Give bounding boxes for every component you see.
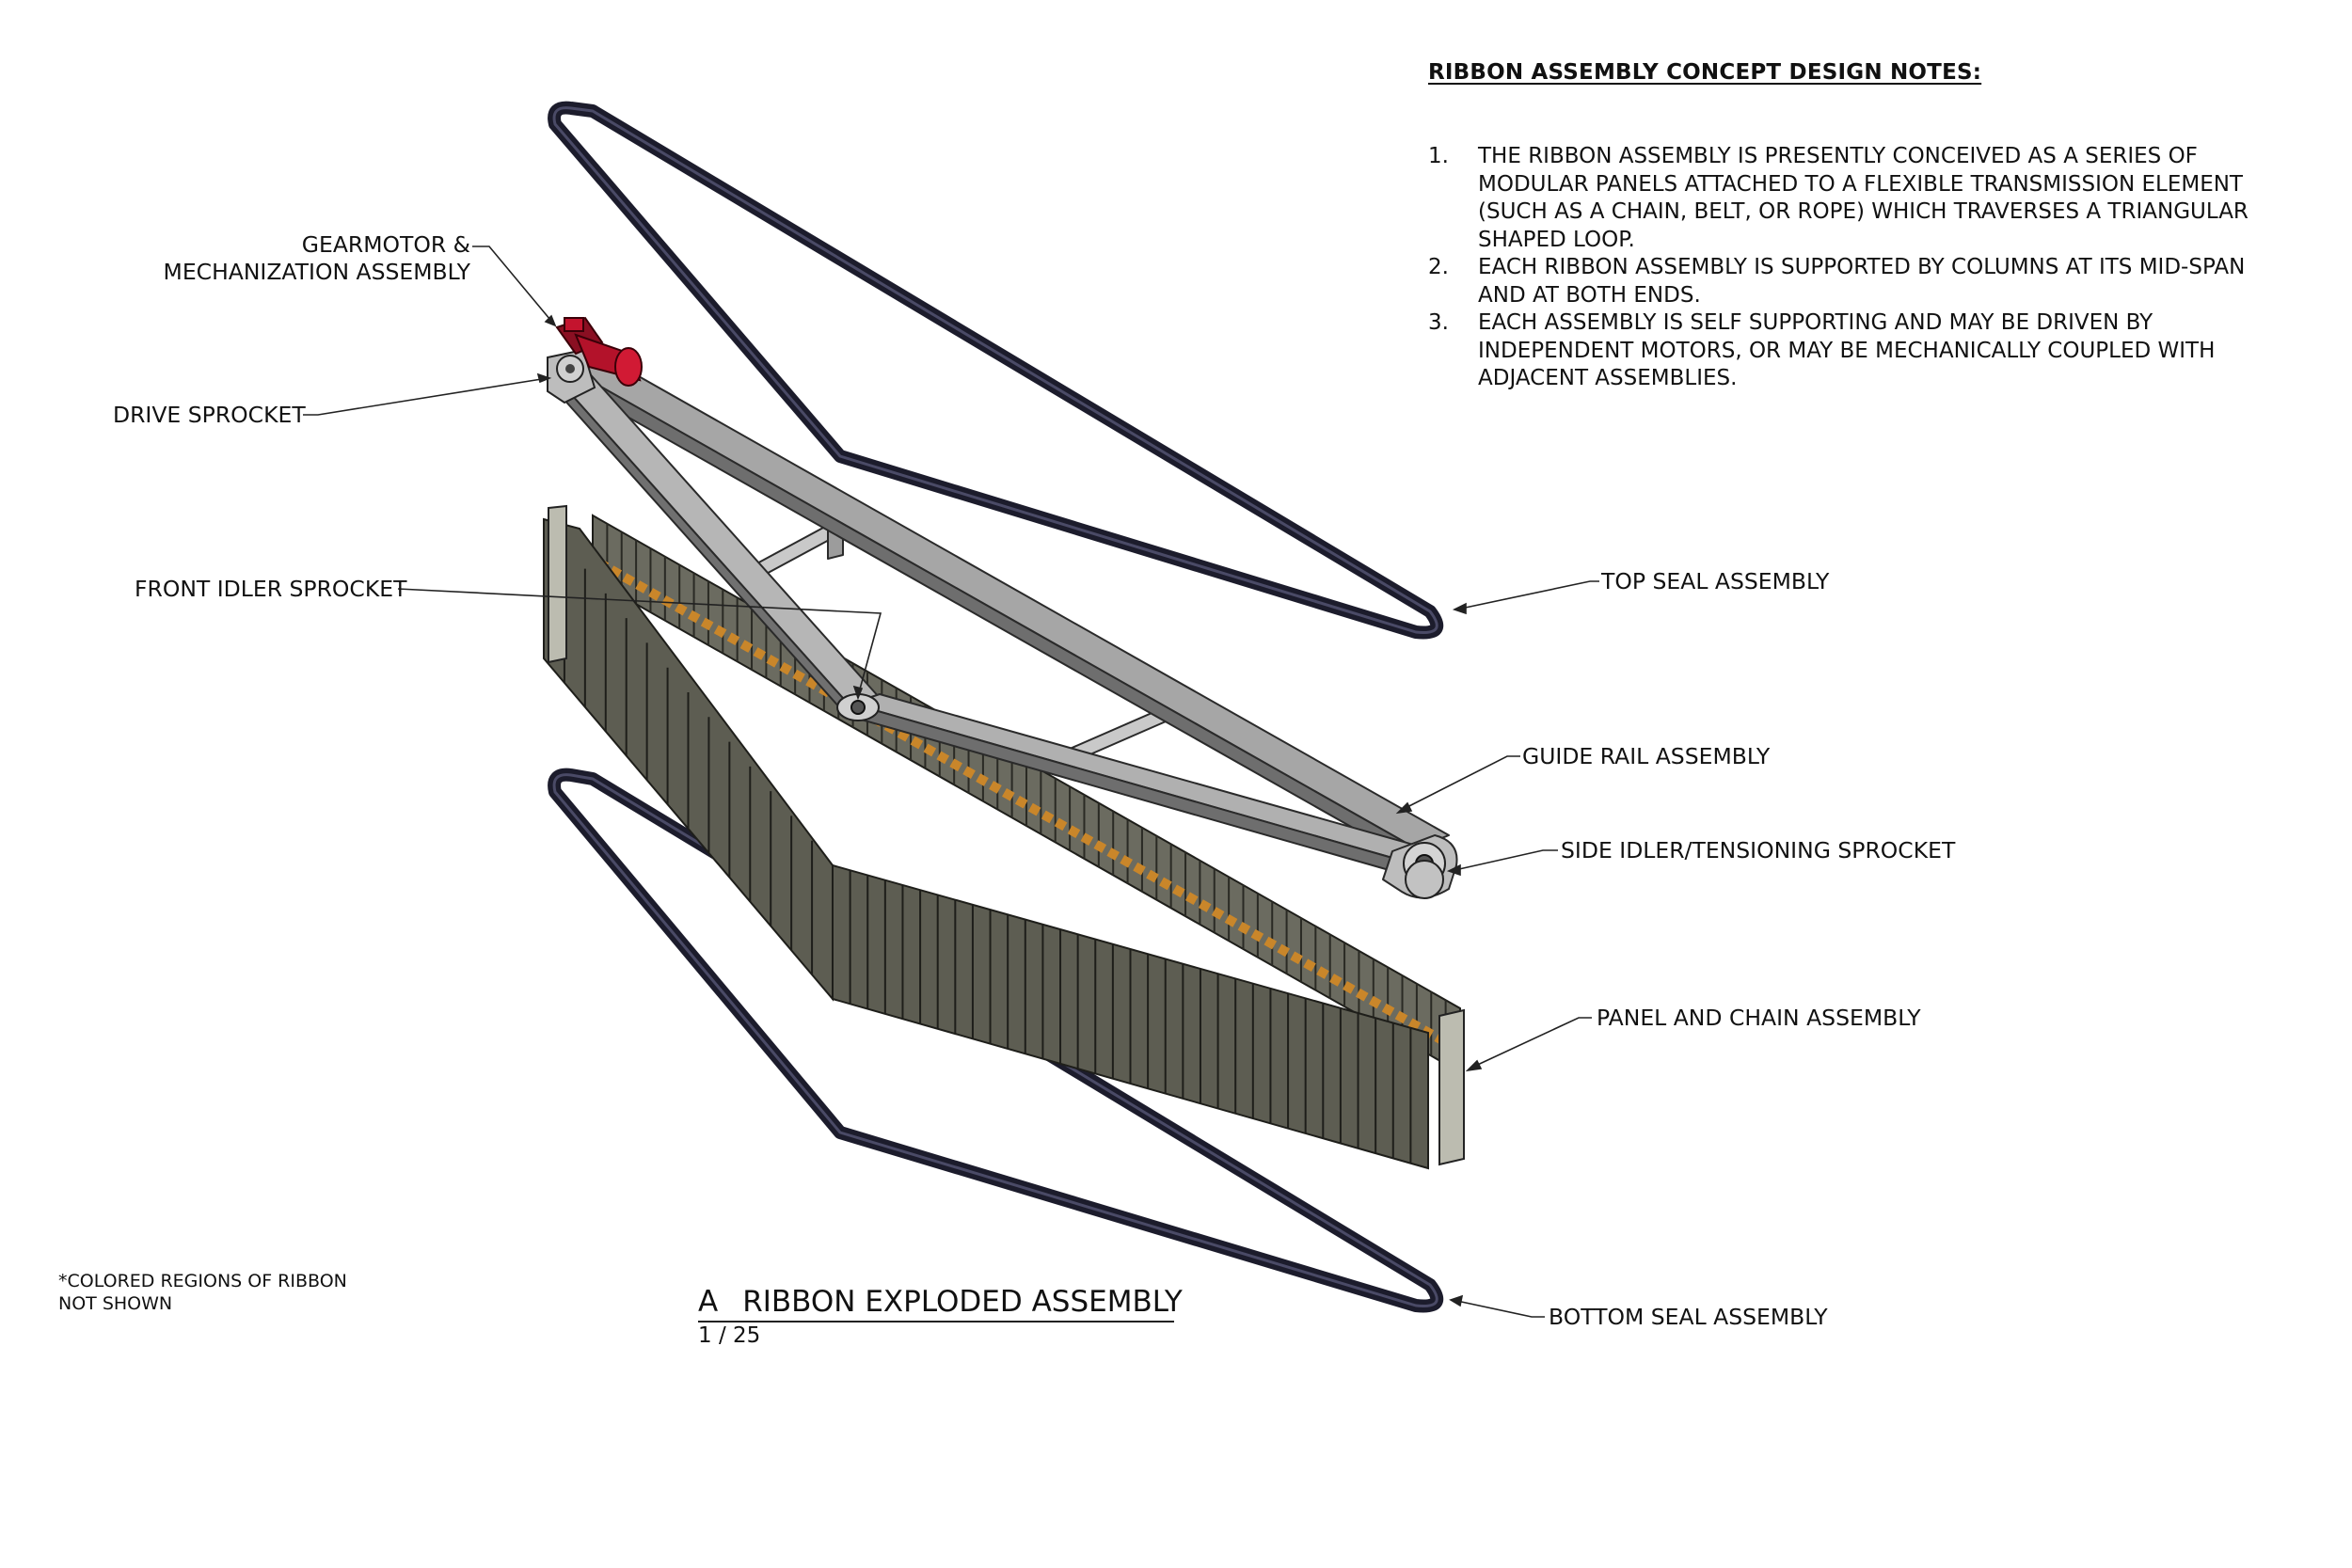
top-seal-assembly xyxy=(548,101,1444,640)
callout-leaders xyxy=(303,245,1599,1318)
view-letter: A xyxy=(698,1285,719,1319)
view-title: A RIBBON EXPLODED ASSEMBLY xyxy=(698,1285,1183,1319)
leader-drive-sprocket xyxy=(303,372,552,416)
view-scale: 1 / 25 xyxy=(698,1323,761,1348)
note-number: 2. xyxy=(1428,255,1449,279)
label-guide-rail-assembly: GUIDE RAIL ASSEMBLY xyxy=(1522,743,1771,769)
note-number: 3. xyxy=(1428,310,1449,335)
label-gearmotor: GEARMOTOR & MECHANIZATION ASSEMBLY xyxy=(122,231,470,286)
design-note-1: 1. THE RIBBON ASSEMBLY IS PRESENTLY CONCE… xyxy=(1428,143,2275,254)
view-title-underline xyxy=(698,1321,1174,1323)
label-top-seal-assembly: TOP SEAL ASSEMBLY xyxy=(1601,568,1830,594)
side-idler-tensioning-sprocket xyxy=(1403,842,1446,899)
guide-rail-assembly xyxy=(554,355,1458,899)
design-notes-title: RIBBON ASSEMBLY CONCEPT DESIGN NOTES: xyxy=(1428,60,1982,85)
note-number: 1. xyxy=(1428,144,1449,168)
label-drive-sprocket: DRIVE SPROCKET xyxy=(113,402,306,428)
note-text: EACH RIBBON ASSEMBLY IS SUPPORTED BY COL… xyxy=(1478,255,2246,308)
label-panel-chain-assembly: PANEL AND CHAIN ASSEMBLY xyxy=(1597,1005,1921,1031)
footnote-line1: *COLORED REGIONS OF RIBBON xyxy=(58,1271,347,1291)
design-note-3: 3. EACH ASSEMBLY IS SELF SUPPORTING AND M… xyxy=(1428,309,2275,393)
label-side-idler-sprocket: SIDE IDLER/TENSIONING SPROCKET xyxy=(1561,837,1956,863)
label-gearmotor-line2: MECHANIZATION ASSEMBLY xyxy=(163,259,470,285)
leader-bottom-seal xyxy=(1449,1294,1545,1318)
note-text: THE RIBBON ASSEMBLY IS PRESENTLY CONCEIV… xyxy=(1478,144,2249,252)
leader-panel-chain xyxy=(1465,1017,1592,1072)
design-note-2: 2. EACH RIBBON ASSEMBLY IS SUPPORTED BY C… xyxy=(1428,254,2275,309)
leader-front-idler xyxy=(397,588,882,701)
label-bottom-seal-assembly: BOTTOM SEAL ASSEMBLY xyxy=(1549,1304,1828,1330)
bottom-seal-assembly xyxy=(548,768,1444,1313)
note-text: EACH ASSEMBLY IS SELF SUPPORTING AND MAY… xyxy=(1478,310,2216,390)
leader-guide-rail xyxy=(1395,755,1520,815)
label-gearmotor-line1: GEARMOTOR & xyxy=(301,231,470,258)
leader-side-idler xyxy=(1446,849,1558,877)
footnote: *COLORED REGIONS OF RIBBON NOT SHOWN xyxy=(58,1270,347,1315)
gearmotor-assembly xyxy=(555,316,643,387)
label-front-idler-sprocket: FRONT IDLER SPROCKET xyxy=(135,576,407,602)
footnote-line2: NOT SHOWN xyxy=(58,1293,173,1314)
view-name: RIBBON EXPLODED ASSEMBLY xyxy=(742,1285,1183,1319)
leader-top-seal xyxy=(1452,580,1599,615)
leader-gearmotor xyxy=(472,245,557,327)
design-notes-list: 1. THE RIBBON ASSEMBLY IS PRESENTLY CONCE… xyxy=(1428,143,2275,393)
